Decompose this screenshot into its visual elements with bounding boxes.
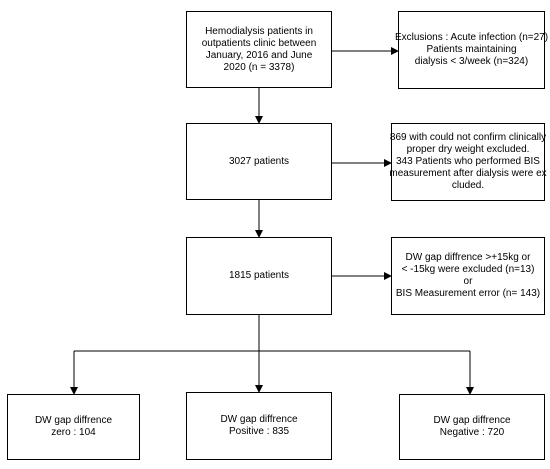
box-line: Hemodialysis patients in (205, 25, 313, 37)
box-line: January, 2016 and June (205, 49, 313, 61)
box-line: Exclusions : Acute infection (n=27) (394, 32, 549, 43)
box-dw-gap-positive: DW gap diffrence Positive : 835 (186, 392, 332, 460)
box-line: 2020 (n = 3378) (223, 61, 295, 73)
box-line: 1815 patients (228, 270, 290, 281)
box-line: zero : 104 (51, 427, 96, 438)
box-line: 3027 patients (228, 155, 290, 167)
box-exclusions-3: DW gap diffrence >+15kg or < -15kg were … (391, 237, 545, 315)
box-line: Positive : 835 (228, 426, 290, 437)
box-line: DW gap diffrence (220, 414, 298, 425)
box-line: DW gap diffrence (433, 415, 511, 426)
box-line: outpatients clinic between (201, 37, 317, 49)
box-line: proper dry weight excluded. (406, 144, 530, 155)
box-line: measurement after dialysis were ex (389, 168, 547, 179)
box-3027-patients: 3027 patients (186, 123, 332, 200)
box-1815-patients: 1815 patients (186, 237, 332, 315)
box-hemodialysis-patients: Hemodialysis patients in outpatients cli… (186, 11, 332, 88)
box-line: dialysis < 3/week (n=324) (414, 56, 529, 67)
box-line: Negative : 720 (439, 427, 505, 438)
box-line: DW gap diffrence >+15kg or (405, 252, 531, 263)
box-line: or (463, 276, 473, 287)
box-line: < -15kg were excluded (n=13) (401, 264, 535, 275)
box-line: cluded. (451, 180, 485, 191)
box-exclusions-2: 869 with could not confirm clinically pr… (389, 123, 547, 201)
box-line: Patients maintaining (426, 44, 517, 55)
box-line: DW gap diffrence (34, 415, 113, 426)
box-line: 343 Patients who performed BIS (396, 156, 540, 167)
box-exclusions-1: Exclusions : Acute infection (n=27) Pati… (394, 11, 549, 89)
box-line: BIS Measurement error (n= 143) (395, 288, 541, 299)
box-dw-gap-negative: DW gap diffrence Negative : 720 (399, 394, 545, 460)
box-dw-gap-zero: DW gap diffrence zero : 104 (7, 394, 140, 460)
box-line: 869 with could not confirm clinically (389, 132, 547, 143)
